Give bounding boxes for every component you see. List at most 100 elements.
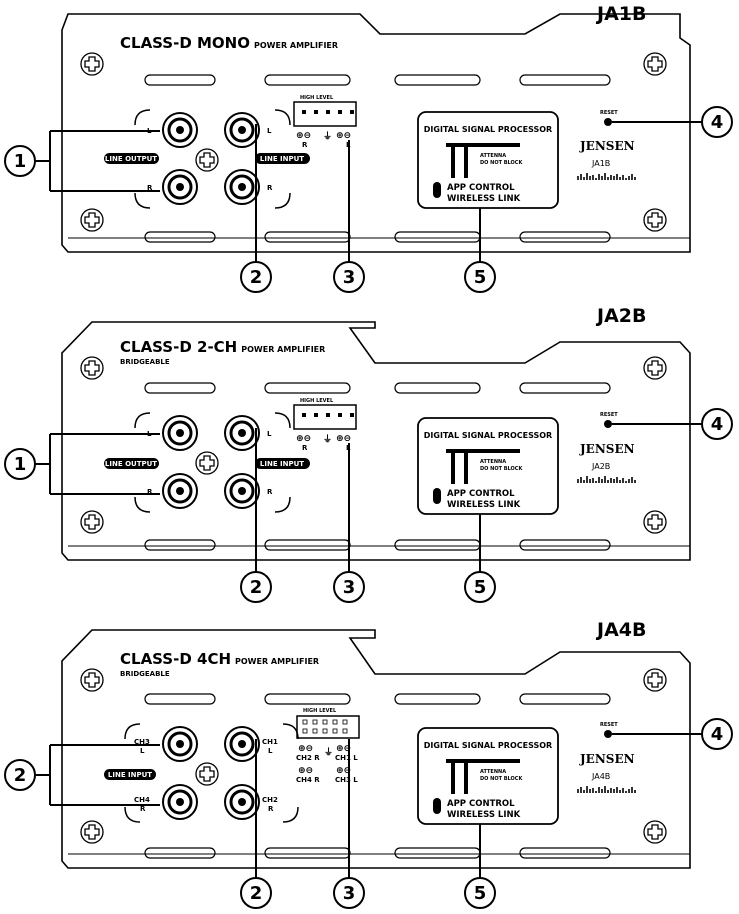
attenna-label: ATTENNA — [480, 769, 506, 775]
line-input-label: LINE INPUT — [260, 460, 304, 468]
callout-number: 5 — [474, 267, 487, 288]
app-control-label: APP CONTROL — [447, 489, 515, 499]
line-input-pill — [104, 769, 156, 780]
dsp-box — [417, 727, 559, 825]
high-level-connector[interactable] — [293, 101, 357, 127]
brand-model-label: JA1B — [591, 159, 610, 168]
dsp-label: DIGITAL SIGNAL PROCESSOR — [424, 741, 552, 750]
dsp-label: DIGITAL SIGNAL PROCESSOR — [424, 125, 552, 134]
callout-circle — [240, 877, 272, 909]
app-control-label: APP CONTROL — [447, 799, 515, 809]
do-not-block-label: DO NOT BLOCK — [480, 466, 523, 472]
wireless-link-label: WIRELESS LINK — [447, 194, 521, 204]
high-level-connector[interactable] — [293, 404, 357, 430]
high-level-label: HIGH LEVEL — [300, 95, 334, 101]
callout-circle — [701, 106, 733, 138]
terminal-polarity: ⊕⊖ — [296, 131, 311, 141]
high-level-label: HIGH LEVEL — [300, 398, 334, 404]
rca-jack-icon[interactable] — [162, 415, 260, 509]
brand-model-label: JA2B — [591, 462, 610, 471]
callout-circle — [333, 261, 365, 293]
rca-jack-icon[interactable] — [162, 726, 260, 820]
app-control-label: APP CONTROL — [447, 183, 515, 193]
reset-button[interactable] — [604, 730, 612, 738]
antenna-icon — [446, 759, 520, 794]
connector-pins — [302, 719, 348, 734]
jack-label-r: R — [267, 184, 273, 192]
jack-label-l: L — [267, 430, 272, 438]
callout-number: 5 — [474, 883, 487, 904]
terminal-label-ch1-l: CH1 L — [335, 754, 358, 762]
jack-label-l: L — [268, 747, 273, 755]
brand-model-label: JA4B — [591, 772, 610, 781]
terminal-polarity: ⊕⊖ — [336, 744, 351, 754]
callout-circle — [240, 571, 272, 603]
jack-label-l: L — [140, 747, 145, 755]
reset-label: RESET — [600, 412, 618, 418]
jack-label-r: R — [140, 805, 146, 813]
ground-icon: ⏚ — [324, 747, 333, 758]
terminal-label-r: R — [302, 444, 308, 452]
vent-slots — [144, 382, 611, 551]
callout-circle — [701, 408, 733, 440]
connector-pins — [302, 110, 354, 114]
callout-number: 2 — [250, 267, 263, 288]
ground-icon: ⏚ — [323, 434, 332, 445]
vent-slots — [144, 693, 611, 859]
callout-circle — [333, 877, 365, 909]
terminal-polarity: ⊕⊖ — [298, 744, 313, 754]
reset-label: RESET — [600, 110, 618, 116]
bridgeable-label: BRIDGEABLE — [120, 670, 170, 678]
bluetooth-icon — [433, 182, 441, 198]
callout-number: 4 — [711, 112, 724, 133]
jack-label-ch4: CH4 — [134, 796, 150, 804]
terminal-polarity: ⊕⊖ — [336, 434, 351, 444]
bridgeable-label: BRIDGEABLE — [120, 358, 170, 366]
callout-number: 4 — [711, 414, 724, 435]
jack-label-ch2: CH2 — [262, 796, 278, 804]
line-output-label: LINE OUTPUT — [105, 460, 157, 468]
bluetooth-icon — [433, 488, 441, 504]
dsp-box — [417, 111, 559, 209]
screw-icon — [80, 52, 667, 232]
jack-label-r: R — [147, 488, 153, 496]
callout-line — [35, 433, 160, 495]
terminal-polarity: ⊕⊖ — [298, 766, 313, 776]
callout-circle — [4, 145, 36, 177]
brand-label: JENSEN — [579, 442, 635, 456]
callout-circle — [4, 448, 36, 480]
line-input-label: LINE INPUT — [260, 155, 304, 163]
terminal-polarity: ⊕⊖ — [336, 766, 351, 776]
callout-circle — [464, 571, 496, 603]
high-level-label: HIGH LEVEL — [303, 708, 337, 714]
chassis-outline — [61, 13, 691, 253]
rca-jack-icon[interactable] — [162, 112, 260, 205]
callout-line — [35, 744, 160, 806]
high-level-connector[interactable] — [296, 715, 360, 739]
brand-label: JENSEN — [579, 752, 635, 766]
jack-label-l: L — [267, 127, 272, 135]
jack-label-ch3: CH3 — [134, 738, 150, 746]
do-not-block-label: DO NOT BLOCK — [480, 776, 523, 782]
screw-icon — [80, 356, 667, 534]
callout-circle — [240, 261, 272, 293]
wireless-link-label: WIRELESS LINK — [447, 500, 521, 510]
reset-label: RESET — [600, 722, 618, 728]
line-input-label: LINE INPUT — [108, 771, 152, 779]
reset-button[interactable] — [604, 420, 612, 428]
brand-label: JENSEN — [579, 139, 635, 153]
model-label: JA4B — [595, 619, 646, 641]
reset-button[interactable] — [604, 118, 612, 126]
attenna-label: ATTENNA — [480, 153, 506, 159]
antenna-icon — [446, 143, 520, 178]
callout-number: 3 — [343, 883, 356, 904]
callout-circle — [333, 571, 365, 603]
line-output-label: LINE OUTPUT — [105, 155, 157, 163]
connector-pins — [302, 413, 354, 417]
callout-circle — [464, 877, 496, 909]
terminal-label-ch4-r: CH4 R — [296, 776, 320, 784]
bluetooth-icon — [433, 798, 441, 814]
